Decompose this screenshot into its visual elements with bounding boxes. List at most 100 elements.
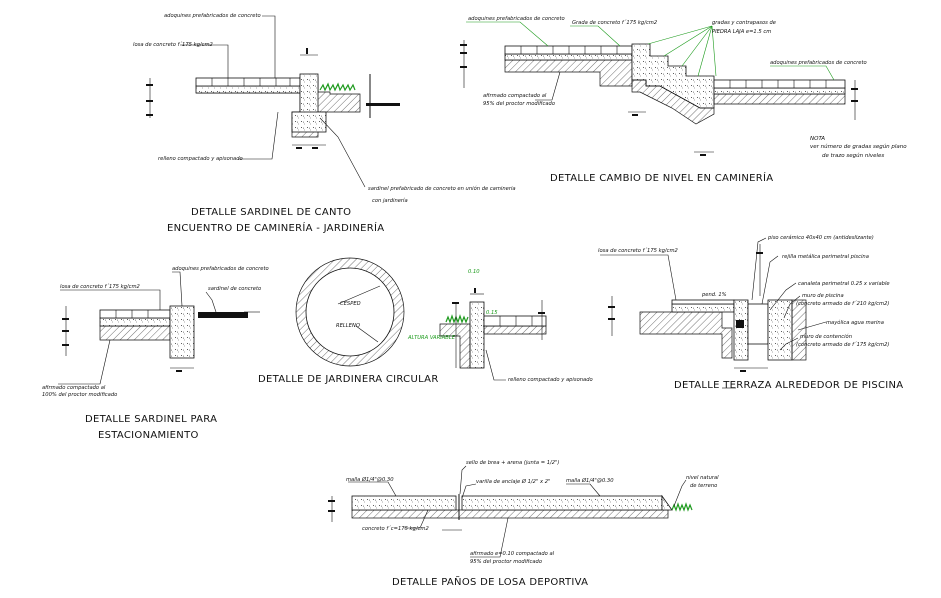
label-ld-sello: sello de brea + arena (junta = 1/2") bbox=[466, 460, 559, 466]
dimension-marks bbox=[452, 288, 545, 368]
label-est-afirmado: afirmado compactado al bbox=[42, 385, 106, 391]
adoquines-row bbox=[195, 77, 301, 87]
grass bbox=[319, 82, 356, 92]
label-cn-adoquines-2: adoquines prefabricados de concreto bbox=[770, 60, 867, 66]
label-cesped: CESPED bbox=[340, 301, 361, 307]
label-tp-muro-contencion: muro de contención bbox=[800, 333, 852, 340]
soil-base bbox=[351, 509, 669, 519]
label-tp-canaleta: canaleta perimetral 0.25 x variable bbox=[798, 281, 890, 287]
soil-fill bbox=[639, 311, 733, 359]
label-ld-malla-2: malla Ø1/4"@0.30 bbox=[566, 477, 614, 484]
slab-edge bbox=[661, 494, 673, 511]
label-cn-afirmado: afirmado compactado al bbox=[483, 93, 547, 99]
nota-title: NOTA bbox=[810, 136, 825, 142]
label-cn-piedra: PIEDRA LAJA e=1.5 cm bbox=[712, 29, 771, 35]
label-tp-muro-piscina-2: (concreto armado de f´210 kg/cm2) bbox=[796, 301, 889, 307]
soil-stairs bbox=[631, 79, 715, 125]
muro-contencion bbox=[733, 299, 749, 361]
nota-line-1: ver número de gradas según plano bbox=[810, 143, 907, 150]
title-encuentro: ENCUENTRO DE CAMINERÍA - JARDINERÍA bbox=[167, 221, 384, 234]
detail-sardinel-estacionamiento: adoquines prefabricados de concreto losa… bbox=[42, 266, 269, 441]
label-tp-muro-piscina: muro de piscina bbox=[802, 293, 844, 299]
title-cambio-nivel: DETALLE CAMBIO DE NIVEL EN CAMINERÍA bbox=[550, 171, 773, 184]
adoquines-upper bbox=[504, 45, 633, 55]
sardinel-footing bbox=[291, 111, 327, 133]
label-ld-terreno: de terreno bbox=[690, 483, 717, 489]
soil-upper bbox=[504, 59, 633, 87]
label-ld-afirmado: afirmado e=0.10 compactado al bbox=[470, 551, 555, 557]
soil-left bbox=[439, 323, 471, 369]
detail-cambio-nivel: adoquines prefabricados de concreto Grad… bbox=[460, 16, 907, 184]
label-tp-piso: piso cerámico 40x40 cm (antideslizante) bbox=[767, 234, 874, 241]
label-sardinel-2: con jardinería bbox=[372, 197, 408, 204]
title-sardinel-est-1: DETALLE SARDINEL PARA bbox=[85, 414, 217, 425]
soil-right bbox=[483, 325, 547, 335]
muro-piscina bbox=[767, 299, 793, 361]
label-sardinel: sardinel prefabricado de concreto en uni… bbox=[368, 185, 516, 192]
title-jardinera: DETALLE DE JARDINERA CIRCULAR bbox=[258, 374, 439, 385]
label-ld-proctor: 95% del proctor modificado bbox=[470, 559, 542, 565]
dimension-marks bbox=[62, 306, 260, 372]
detail-jardinera-section: 0.10 0.15 ALTURA VARIABLE relleno compac… bbox=[407, 269, 593, 383]
label-est-sardinel: sardinel de concreto bbox=[208, 286, 261, 292]
label-tp-rejilla: rejilla metálica perimetral piscina bbox=[782, 253, 869, 260]
detail-terraza-piscina: losa de concreto f´175 kg/cm2 piso cerám… bbox=[598, 234, 903, 391]
label-ld-concreto: concreto f´c=175 kg/cm2 bbox=[362, 526, 429, 532]
label-relleno: RELLENO bbox=[336, 323, 360, 329]
piso-ceramico bbox=[671, 299, 735, 305]
slab-right bbox=[461, 495, 663, 511]
adoquines-lower bbox=[713, 79, 846, 89]
label-adoquines: adoquines prefabricados de concreto bbox=[164, 13, 261, 19]
label-ld-nivel: nivel natural bbox=[686, 475, 719, 481]
label-cn-gradas: gradas y contrapasos de bbox=[712, 20, 776, 26]
label-tp-muro-contencion-2: (concreto armado de f´175 kg/cm2) bbox=[796, 342, 889, 348]
slab bbox=[99, 317, 171, 327]
soil-fill bbox=[99, 325, 171, 341]
label-tp-mayolica: mayólica agua marina bbox=[826, 319, 884, 326]
rejilla bbox=[736, 320, 744, 328]
label-cn-adoquines: adoquines prefabricados de concreto bbox=[468, 16, 565, 22]
slab-lower bbox=[713, 87, 846, 95]
jardinera-inner bbox=[305, 267, 395, 357]
label-losa-concreto: losa de concreto f´175 kg/cm2 bbox=[133, 42, 213, 48]
title-terraza: DETALLE TERRAZA ALREDEDOR DE PISCINA bbox=[674, 380, 903, 391]
detail-jardinera-circular: CESPED RELLENO DETALLE DE JARDINERA CIRC… bbox=[258, 257, 439, 385]
grass bbox=[445, 314, 469, 324]
label-tp-losa: losa de concreto f´175 kg/cm2 bbox=[598, 248, 678, 254]
grass bbox=[671, 502, 693, 512]
label-relleno-2: relleno compactado y apisonado bbox=[508, 377, 593, 383]
adoquines-row bbox=[99, 309, 171, 319]
label-cn-proctor: 95% del proctor modificado bbox=[483, 101, 555, 107]
sardinel-top-bar bbox=[198, 312, 248, 318]
soil-lower bbox=[713, 93, 846, 105]
dimension-marks bbox=[146, 48, 400, 149]
adoquines-row bbox=[483, 315, 547, 327]
title-sardinel-canto: DETALLE SARDINEL DE CANTO bbox=[191, 207, 351, 218]
nota-line-2: de trazo según niveles bbox=[822, 152, 884, 159]
slab-upper bbox=[504, 53, 633, 61]
slab-left bbox=[351, 495, 457, 511]
label-cn-grada: Grada de concreto f´175 kg/cm2 bbox=[572, 20, 657, 26]
dimension-marks bbox=[328, 496, 462, 531]
detail-sardinel-canto: adoquines prefabricados de concreto losa… bbox=[133, 13, 516, 234]
label-est-proctor: 100% del proctor modificado bbox=[42, 392, 117, 398]
curb-wall bbox=[469, 301, 485, 369]
label-ld-malla-1: malla Ø1/4"@0.30 bbox=[346, 476, 394, 483]
title-losa: DETALLE PAÑOS DE LOSA DEPORTIVA bbox=[392, 575, 588, 588]
label-est-losa: losa de concreto f´175 kg/cm2 bbox=[60, 284, 140, 290]
canaleta bbox=[747, 303, 769, 345]
label-tp-pend: pend. 1% bbox=[701, 292, 727, 298]
label-relleno: relleno compactado y apisonado bbox=[158, 156, 243, 162]
slab bbox=[671, 303, 735, 313]
concrete-slab bbox=[195, 85, 301, 94]
label-ld-varilla: varilla de anclaje Ø 1/2" x 2" bbox=[476, 478, 550, 485]
title-sardinel-est-2: ESTACIONAMIENTO bbox=[98, 430, 199, 441]
label-est-adoquines: adoquines prefabricados de concreto bbox=[172, 266, 269, 272]
sardinel bbox=[169, 305, 195, 359]
dimension-marks bbox=[460, 40, 858, 156]
label-dim-015: 0.15 bbox=[486, 310, 498, 316]
detail-losa-deportiva: malla Ø1/4"@0.30 sello de brea + arena (… bbox=[328, 460, 719, 588]
label-dim-010: 0.10 bbox=[468, 269, 480, 275]
label-altura-variable: ALTURA VARIABLE bbox=[407, 335, 456, 341]
